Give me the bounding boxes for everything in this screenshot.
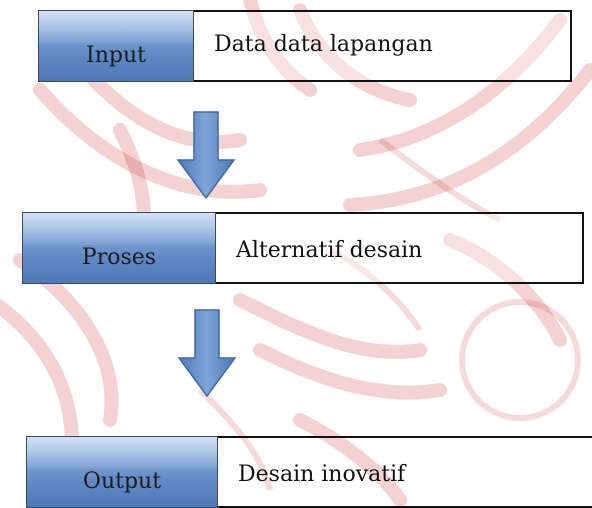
output-label: Output [82, 468, 162, 494]
input-row: Input Data data lapangan [38, 10, 572, 82]
output-value: Desain inovatif [238, 462, 406, 487]
output-value-box: Desain inovatif [218, 436, 592, 508]
proses-value: Alternatif desain [236, 238, 423, 263]
output-row: Output Desain inovatif [26, 436, 592, 508]
input-label-box: Input [38, 10, 194, 82]
input-value: Data data lapangan [214, 32, 433, 57]
output-label-box: Output [26, 436, 218, 508]
down-arrow-icon [177, 309, 237, 398]
proses-value-box: Alternatif desain [216, 212, 584, 284]
proses-label-box: Proses [22, 212, 216, 284]
input-value-box: Data data lapangan [194, 10, 572, 82]
input-label: Input [86, 42, 146, 68]
proses-label: Proses [81, 244, 157, 270]
proses-row: Proses Alternatif desain [22, 212, 584, 284]
down-arrow-icon [176, 111, 236, 200]
